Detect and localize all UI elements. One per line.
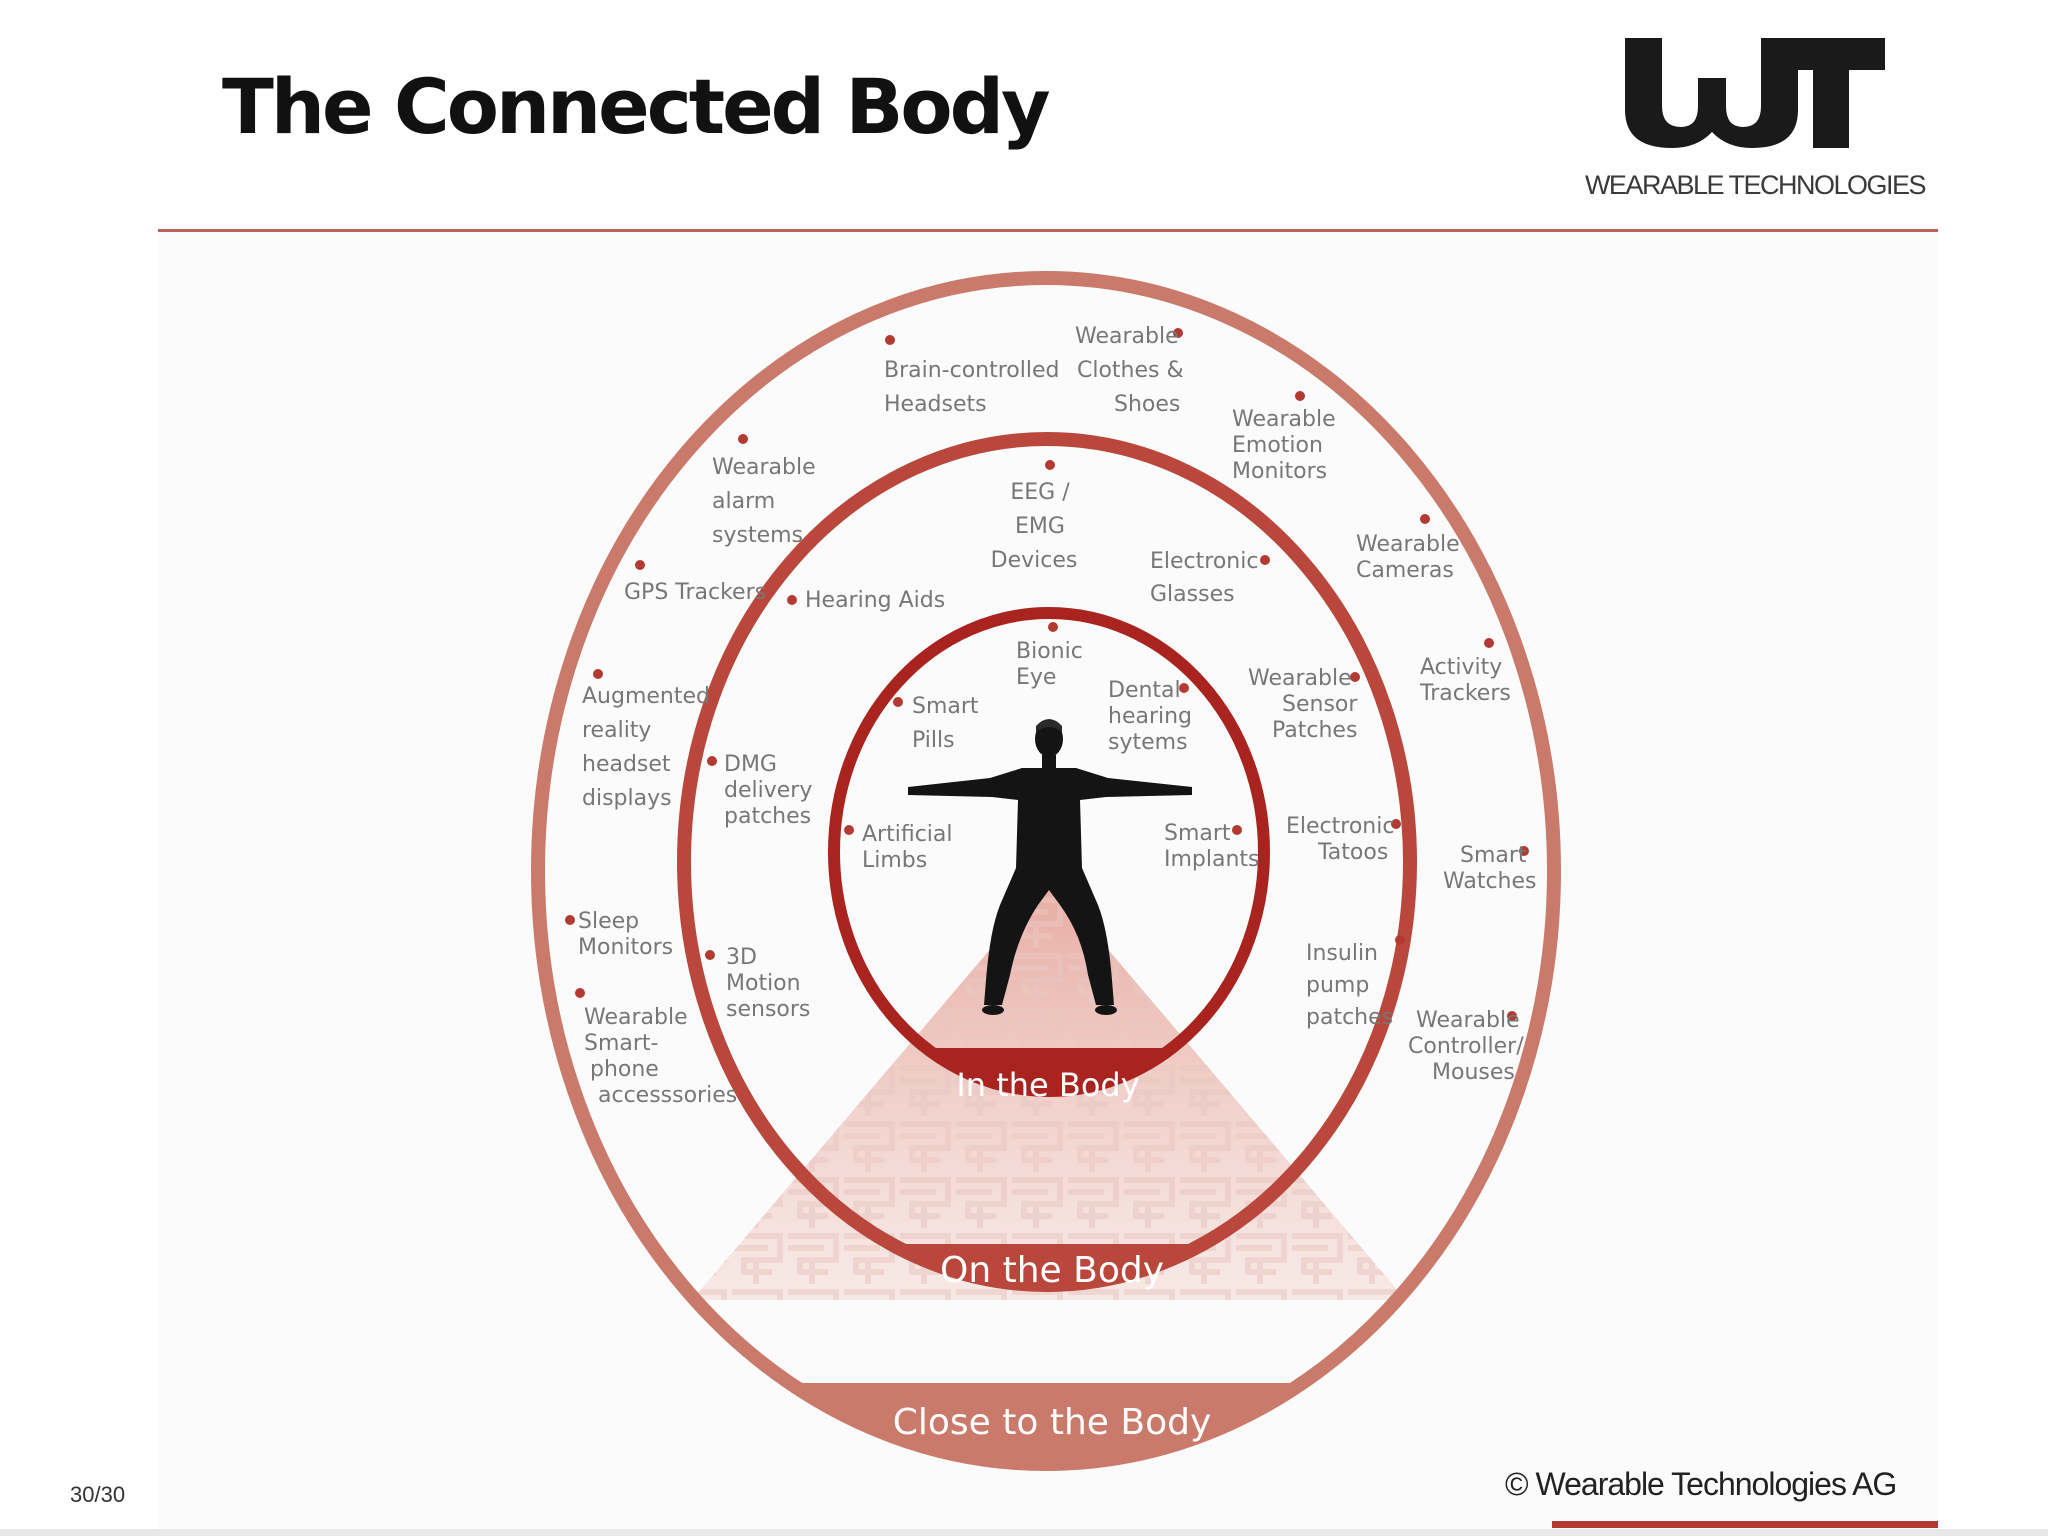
logo-wordmark: WEARABLE TECHNOLOGIES [1584,170,1927,200]
zone-label-inner: In the Body [956,1066,1139,1104]
item-markers [565,328,1529,1021]
footer-accent-bar [1552,1521,1938,1528]
person-figure-icon [908,719,1192,1015]
header-divider [158,229,1938,232]
zone-label-middle: On the Body [940,1250,1164,1291]
slide-title: The Connected Body [222,62,1051,151]
zone-label-outer: Close to the Body [893,1402,1212,1443]
wt-logo-icon [1625,38,1885,148]
copyright-notice: © Wearable Technologies AG [1505,1466,1897,1502]
item-hearing-aids: Hearing Aids [805,588,945,613]
page-number: 30/30 [70,1482,126,1507]
bottom-strip [0,1529,2048,1536]
item-gps-trackers: GPS Trackers [624,580,766,605]
